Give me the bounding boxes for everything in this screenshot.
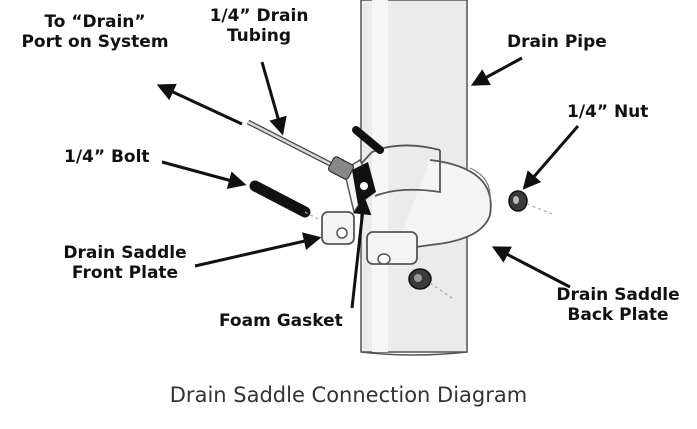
label-drain-pipe: Drain Pipe <box>507 32 607 52</box>
label-drain-port: To “Drain” Port on System <box>14 12 176 52</box>
bolt-shape <box>249 180 319 220</box>
arrow-drain-port <box>156 83 243 126</box>
arrow-front-plate <box>194 232 322 268</box>
label-foam-gasket: Foam Gasket <box>219 311 343 331</box>
label-drain-port-line2: Port on System <box>21 32 169 52</box>
foam-gasket-shape <box>352 162 376 205</box>
arrow-back-plate <box>491 246 571 289</box>
diagram-caption: Drain Saddle Connection Diagram <box>169 383 528 407</box>
tubing-fitting-shape <box>327 156 355 180</box>
arrow-nut <box>522 125 580 190</box>
label-drain-tubing-line2: Tubing <box>226 26 292 46</box>
label-back-plate: Drain Saddle Back Plate <box>540 285 696 325</box>
arrow-drain-tubing <box>260 61 287 136</box>
label-drain-tubing: 1/4” Drain Tubing <box>198 6 320 46</box>
drain-tubing-shape <box>246 119 340 171</box>
label-nut: 1/4” Nut <box>567 102 649 122</box>
label-drain-port-line1: To “Drain” <box>44 12 146 32</box>
label-front-plate-line1: Drain Saddle <box>63 243 187 263</box>
label-bolt: 1/4” Bolt <box>64 147 150 167</box>
label-front-plate: Drain Saddle Front Plate <box>46 243 204 283</box>
label-drain-tubing-line1: 1/4” Drain <box>209 6 309 26</box>
back-plate-shape <box>366 159 492 265</box>
arrow-bolt <box>161 160 247 189</box>
arrow-foam-gasket <box>350 196 372 309</box>
nut-shape <box>508 190 553 215</box>
bottom-nut-shape <box>408 268 456 301</box>
label-back-plate-line1: Drain Saddle <box>556 285 680 305</box>
label-back-plate-line2: Back Plate <box>567 305 669 325</box>
arrow-drain-pipe <box>470 56 523 86</box>
top-bolt-shape <box>352 126 384 154</box>
label-front-plate-line2: Front Plate <box>71 263 179 283</box>
